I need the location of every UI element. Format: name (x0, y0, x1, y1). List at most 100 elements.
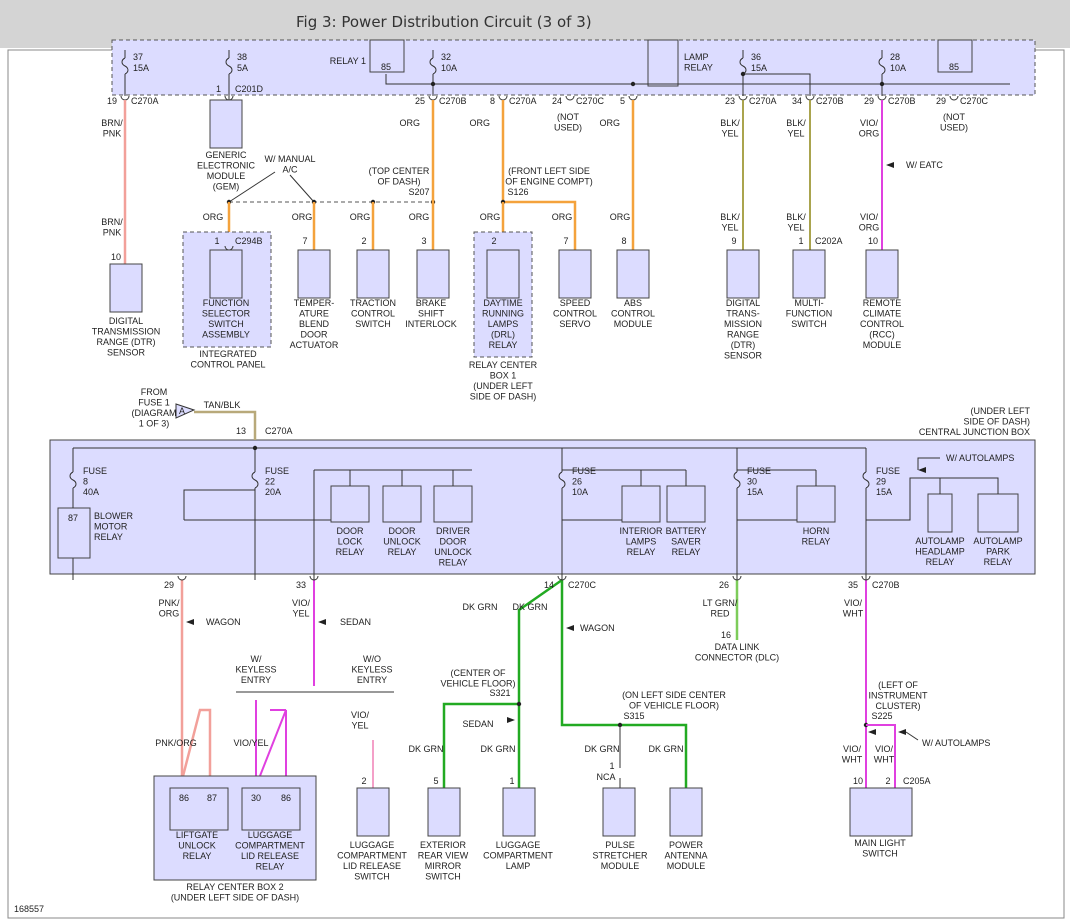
top-pin-connector: C201D (235, 84, 264, 94)
wagon-arrow (186, 619, 194, 625)
wire-label-org: ORG (203, 212, 224, 222)
top-pin (877, 95, 887, 101)
pin-number: 2 (491, 236, 496, 246)
wire-label-org: ORG (610, 212, 631, 222)
wire-label-brn-pnk: BRN/PNK (101, 118, 123, 139)
pin-number: 8 (621, 236, 626, 246)
fuse-symbol (558, 471, 566, 489)
top-pin (565, 95, 575, 101)
wire-label-dk-grn: DK GRN (512, 602, 547, 612)
top-pin-connector: C270C (576, 96, 605, 106)
relay-pin-85: 85 (949, 62, 959, 72)
cjb-pin-number: 29 (164, 580, 174, 590)
wire-label-vio-wht: VIO/WHT (874, 744, 895, 765)
pin-number: 1 (609, 761, 614, 771)
top-bus (385, 74, 1010, 85)
traction-control-switch (356, 249, 390, 299)
dtr-sensor-1 (109, 263, 143, 313)
splice-dot (740, 71, 746, 77)
wire-label-tan-blk: TAN/BLK (204, 400, 241, 410)
note-wagon: WAGON (580, 623, 615, 633)
pulse-stretcher-module (602, 787, 636, 837)
pin-number: 9 (731, 236, 736, 246)
wire-label-dk-grn: DK GRN (648, 744, 683, 754)
cjb-pin-number: 26 (719, 580, 729, 590)
pin-number: 2 (361, 236, 366, 246)
pin-number: 1 (214, 236, 219, 246)
function-selector-switch (209, 249, 243, 299)
note-leader (905, 731, 919, 741)
luggage-lid-release-relay (241, 787, 301, 831)
note-sedan: SEDAN (340, 617, 371, 627)
fuse-symbol (878, 57, 886, 75)
cjb-pin-connector: C270B (872, 580, 900, 590)
note-sedan: SEDAN (462, 719, 493, 729)
top-pin (120, 95, 130, 101)
wire-label-org: ORG (480, 212, 501, 222)
top-pin (738, 95, 748, 101)
pin-number: 10 (853, 776, 863, 786)
right-relay-block (937, 39, 973, 73)
pin-number: 2 (885, 776, 890, 786)
splice-s225: S225 (871, 711, 892, 721)
top-pin (498, 95, 508, 101)
top-pin (428, 95, 438, 101)
label-nca: NCA (596, 772, 615, 782)
wire-label-lt-grn-red: LT GRN/RED (703, 598, 738, 619)
gem-module (209, 99, 243, 149)
autolamp-headlamp-relay (927, 493, 953, 533)
wire-tan-blk (194, 410, 257, 440)
top-pin-connector: C270A (749, 96, 777, 106)
pin-number: 1 (509, 776, 514, 786)
relay-pin: 30 (251, 793, 261, 803)
fuse-number: 32 (441, 52, 451, 62)
top-pin (949, 95, 959, 101)
wire-label-dk-grn: DK GRN (462, 602, 497, 612)
abs-control-module (616, 249, 650, 299)
battery-saver-relay (666, 485, 706, 523)
wire-org-scs (503, 200, 577, 250)
wagon-arrow-2 (566, 625, 574, 631)
fuse-rating: 15A (751, 63, 767, 73)
label-relay-box-2: RELAY CENTER BOX 2(UNDER LEFT SIDE OF DA… (171, 882, 299, 903)
top-pin-connector: C270A (131, 96, 159, 106)
wire-pnk-org-2 (180, 708, 212, 788)
wire-dk-grn-s321 (517, 578, 563, 788)
wire-label-dk-grn: DK GRN (408, 744, 443, 754)
splice-dot (516, 701, 522, 707)
note-w-eatc: W/ EATC (906, 160, 943, 170)
conn-c270a: C270A (265, 426, 293, 436)
sedan-arrow-2 (507, 717, 515, 723)
relay-pin: 86 (281, 793, 291, 803)
wire-label-vio-yel: VIO/YEL (292, 598, 311, 619)
wire-label-org: ORG (292, 212, 313, 222)
wire-label-blk-yel: BLK/YEL (720, 118, 740, 139)
horn-relay (796, 485, 836, 523)
relay-pin: 87 (207, 793, 217, 803)
cjb-pin-number: 35 (848, 580, 858, 590)
wire-label-vio-yel-v: VIO/YEL (233, 738, 268, 748)
fuse-symbol (862, 471, 870, 489)
fuse-number: 28 (890, 52, 900, 62)
brake-shift-interlock (416, 249, 450, 299)
fuse-rating: 10A (890, 63, 906, 73)
